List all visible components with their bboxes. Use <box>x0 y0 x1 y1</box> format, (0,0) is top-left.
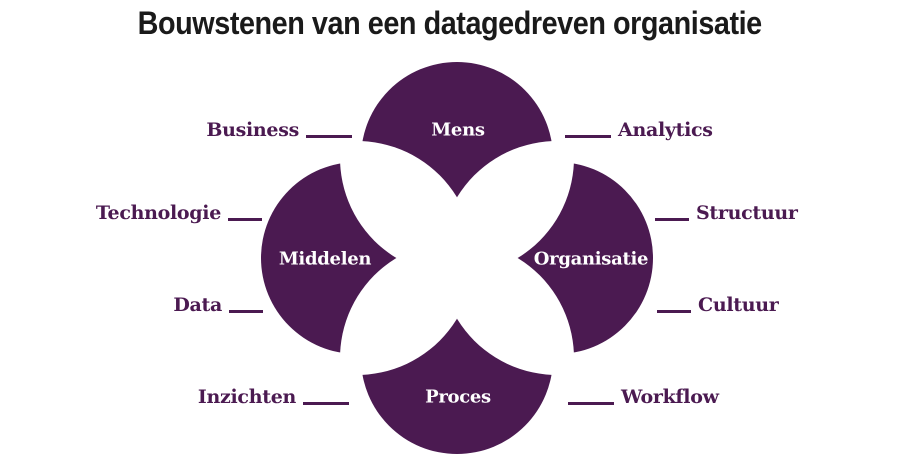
callout-workflow-label: Workflow <box>621 386 719 408</box>
callout-cultuur-label: Cultuur <box>698 294 779 316</box>
callout-structuur: Structuur <box>655 201 798 225</box>
connector-line <box>657 309 691 313</box>
cutout-petal-bottomright <box>440 241 574 375</box>
callout-business: Business <box>206 118 352 142</box>
callout-business-label: Business <box>206 119 299 141</box>
callout-data-label: Data <box>173 294 222 316</box>
cutout-petal-bottomleft <box>340 241 474 375</box>
connector-line <box>303 401 349 405</box>
cutout-petal-topright <box>440 141 574 275</box>
circle-label-organisatie: Organisatie <box>533 248 649 270</box>
connector-line <box>306 134 352 138</box>
callout-technologie-label: Technologie <box>95 202 221 224</box>
connector-line <box>568 401 614 405</box>
page-title-text: Bouwstenen van een datagedreven organisa… <box>137 5 763 41</box>
callout-analytics-label: Analytics <box>618 119 713 141</box>
callout-technologie: Technologie <box>96 201 262 225</box>
callout-workflow: Workflow <box>568 385 719 409</box>
cutout-petal-topleft <box>340 141 474 275</box>
callout-cultuur: Cultuur <box>657 293 779 317</box>
page-title: Bouwstenen van een datagedreven organisa… <box>0 5 900 41</box>
circle-label-middelen: Middelen <box>278 248 372 270</box>
connector-line <box>228 217 262 221</box>
callout-inzichten: Inzichten <box>198 385 349 409</box>
connector-line <box>565 134 611 138</box>
callout-data: Data <box>173 293 263 317</box>
callout-structuur-label: Structuur <box>696 202 798 224</box>
callout-inzichten-label: Inzichten <box>197 386 296 408</box>
connector-line <box>229 309 263 313</box>
circle-label-mens: Mens <box>431 119 485 141</box>
connector-line <box>655 217 689 221</box>
circle-label-proces: Proces <box>425 386 491 408</box>
callout-analytics: Analytics <box>565 118 713 142</box>
overlap-cutout-x <box>340 141 574 375</box>
